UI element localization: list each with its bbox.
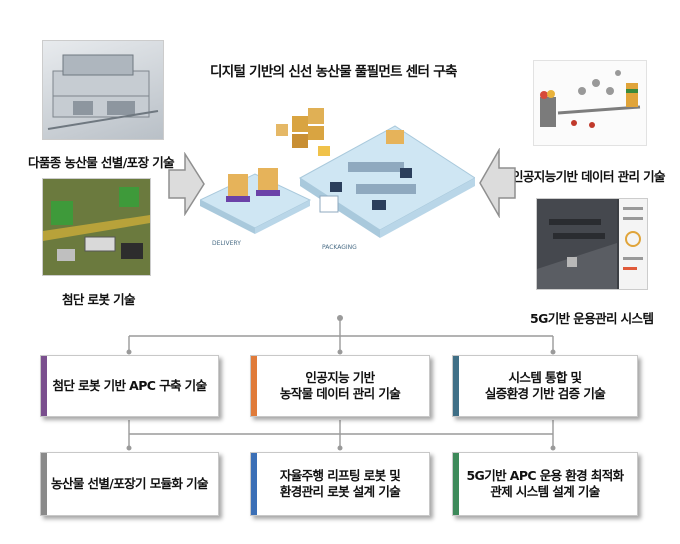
label-5g-operations: 5G기반 운용관리 시스템 (530, 311, 654, 326)
tech-box-line1: 첨단 로봇 기반 APC 구축 기술 (52, 378, 208, 393)
label-ai-data-management: 인공지능기반 데이터 관리 기술 (512, 169, 666, 184)
tech-box-accent (251, 356, 257, 416)
label-sorting-packaging: 다품종 농산물 선별/포장 기술 (28, 155, 175, 170)
ai-data-pipeline-image (533, 60, 647, 146)
tech-box-line2: 환경관리 로봇 설계 기술 (279, 484, 401, 499)
diagram-title: 디지털 기반의 신선 농산물 풀필먼트 센터 구축 (210, 64, 457, 80)
robot-scene-image (42, 178, 151, 276)
tech-box-line2: 실증환경 기반 검증 기술 (484, 386, 606, 401)
packaging-tag: PACKAGING (322, 244, 357, 251)
sorting-machine-image (42, 40, 164, 140)
tech-box-line1: 농산물 선별/포장기 모듈화 기술 (51, 476, 209, 491)
tech-box-robot-apc: 첨단 로봇 기반 APC 구축 기술 (40, 355, 219, 417)
left-arrow-icon (479, 148, 516, 218)
tech-box-accent (453, 356, 459, 416)
tech-box-accent (41, 453, 47, 515)
shelf-icon (276, 108, 324, 148)
tech-box-sorter-modular: 농산물 선별/포장기 모듈화 기술 (40, 452, 219, 516)
tech-box-line1: 5G기반 APC 운용 환경 최적화 (466, 468, 624, 483)
tech-box-line1: 인공지능 기반 (305, 370, 375, 385)
tech-box-accent (251, 453, 257, 515)
tech-box-line2: 관제 시스템 설계 기술 (490, 484, 600, 499)
fulfillment-center-illustration: DELIVERY PACKAGING (198, 96, 476, 286)
5g-operations-image (536, 198, 648, 290)
tech-box-accent (41, 356, 47, 416)
label-advanced-robot: 첨단 로봇 기술 (62, 292, 136, 307)
tech-box-line2: 농작물 데이터 관리 기술 (279, 386, 401, 401)
tech-box-line1: 시스템 통합 및 (508, 370, 583, 385)
right-arrow-icon (168, 152, 205, 216)
delivery-tag: DELIVERY (212, 240, 241, 247)
tech-box-accent (453, 453, 459, 515)
tech-box-line1: 자율주행 리프팅 로봇 및 (279, 468, 401, 483)
